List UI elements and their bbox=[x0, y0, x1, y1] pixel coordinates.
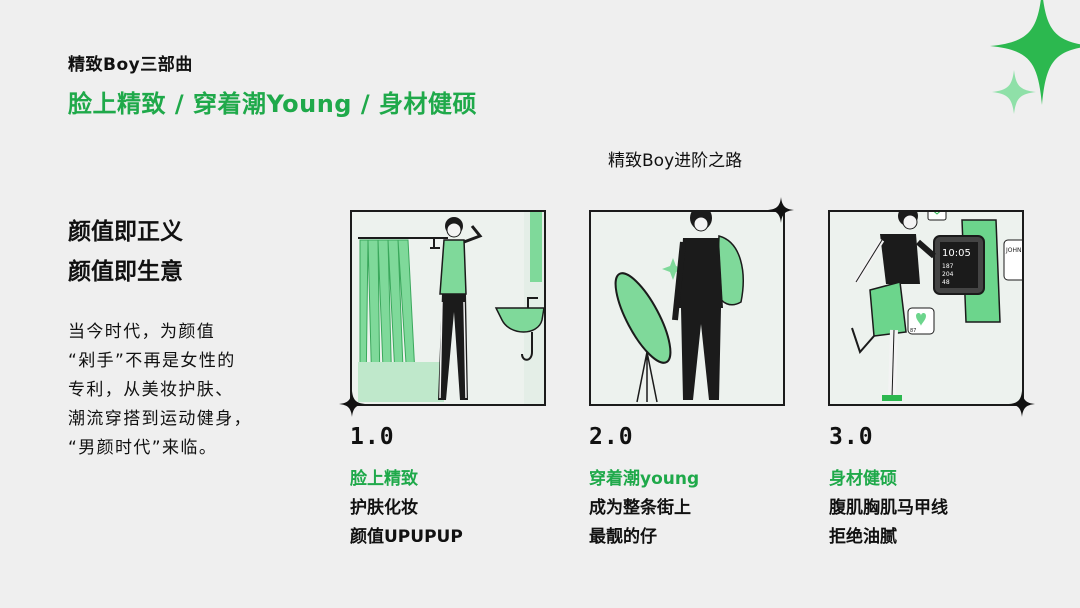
sparkle-star-icon bbox=[1009, 391, 1035, 417]
heart-rate: 87 bbox=[910, 328, 916, 334]
slogan-line: 颜值即正义 bbox=[68, 219, 183, 245]
step-detail: 护肤化妆 bbox=[350, 498, 418, 518]
intro-paragraph: 当今时代，为颜值 “剁手”不再是女性的 专利，从美妆护肤、 潮流穿搭到运动健身，… bbox=[68, 318, 268, 463]
eyebrow-title: 精致Boy三部曲 bbox=[68, 55, 193, 75]
step-number: 3.0 bbox=[829, 424, 874, 450]
watch-time: 10:05 bbox=[942, 248, 971, 259]
sparkle-star-icon bbox=[768, 197, 794, 223]
step-number: 1.0 bbox=[350, 424, 395, 450]
step-detail: 拒绝油腻 bbox=[829, 527, 897, 547]
watch-steps: 187 bbox=[942, 263, 954, 270]
step-detail: 颜值UPUPUP bbox=[350, 527, 463, 547]
intro-line: 潮流穿搭到运动健身， bbox=[68, 409, 252, 429]
intro-line: 当今时代，为颜值 bbox=[68, 322, 216, 342]
slogan-line: 颜值即生意 bbox=[68, 259, 183, 285]
caller-name: JOHN bbox=[1005, 247, 1022, 254]
step-title: 穿着潮young bbox=[589, 469, 700, 489]
watch-calories: 204 bbox=[942, 271, 954, 278]
watch-laps: 48 bbox=[942, 279, 950, 286]
slogan: 颜值即正义 颜值即生意 bbox=[68, 212, 183, 292]
step-title: 身材健硕 bbox=[829, 469, 897, 489]
step-detail: 成为整条街上 bbox=[589, 498, 691, 518]
step-title: 脸上精致 bbox=[350, 469, 418, 489]
sparkle-small-icon bbox=[992, 70, 1036, 114]
step-detail: 最靓的仔 bbox=[589, 527, 657, 547]
sparkle-large-icon bbox=[990, 0, 1080, 105]
sparkle-star-icon bbox=[339, 391, 365, 417]
illustration-fitness: 10:05 187 204 48 JOHN 87 bbox=[828, 210, 1024, 406]
step-number: 2.0 bbox=[589, 424, 634, 450]
step-detail: 腹肌胸肌马甲线 bbox=[829, 498, 948, 518]
timeline-caption: 精致Boy进阶之路 bbox=[608, 151, 743, 171]
intro-line: “剁手”不再是女性的 bbox=[68, 351, 236, 371]
illustration-skincare bbox=[350, 210, 546, 406]
intro-line: 专利，从美妆护肤、 bbox=[68, 380, 234, 400]
illustration-fashion bbox=[589, 210, 785, 406]
intro-line: “男颜时代”来临。 bbox=[68, 438, 218, 458]
headline: 脸上精致 / 穿着潮Young / 身材健硕 bbox=[68, 90, 477, 118]
